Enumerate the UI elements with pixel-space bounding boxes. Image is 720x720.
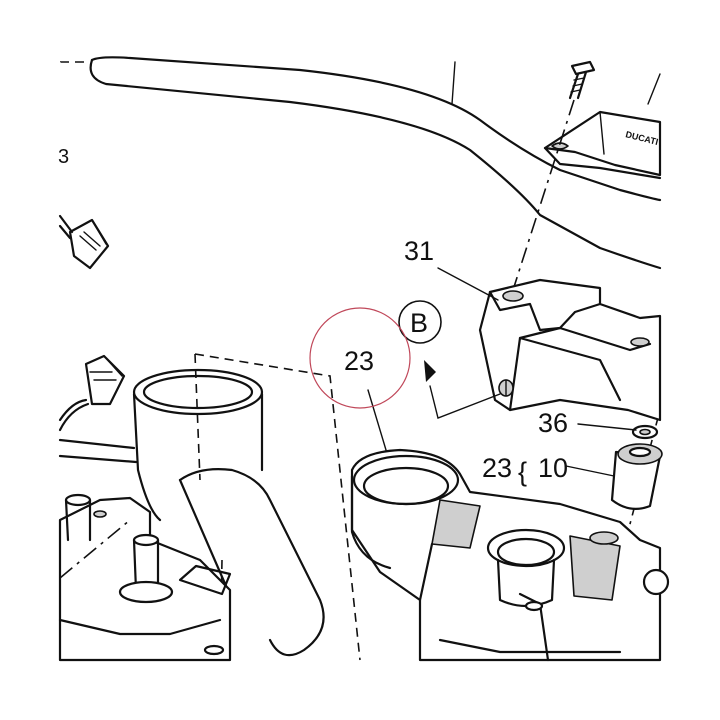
callout-b: B (410, 308, 428, 338)
leader-lines (367, 267, 637, 477)
callout-10: 10 (538, 453, 568, 483)
callout-23-top: 23 (344, 346, 374, 376)
handlebar-riser-base (478, 278, 662, 422)
svg-text:3: 3 (58, 146, 69, 168)
axis-line-screw (503, 99, 575, 319)
view-b-arrow-icon (424, 360, 436, 382)
rubber-bush-10 (610, 443, 663, 511)
connector-lower (58, 354, 126, 432)
lower-triple-clamp-left (58, 493, 232, 662)
highlight-circle (309, 307, 411, 409)
view-b-circle (398, 300, 442, 344)
handlebar (89, 56, 662, 270)
callout-23-side: 23 (482, 453, 512, 483)
connector-upper (58, 214, 110, 270)
washer-36 (631, 424, 659, 440)
callout-31: 31 (404, 236, 434, 266)
clamp-screw (568, 60, 596, 100)
top-triple-clamp (350, 448, 670, 662)
fork-leg-upper (58, 368, 264, 522)
callout-36: 36 (538, 408, 568, 438)
handlebar-clamp-cap: DUCATI (543, 73, 662, 180)
fork-inner-tube (178, 468, 325, 657)
callout-brace: { (518, 457, 527, 487)
